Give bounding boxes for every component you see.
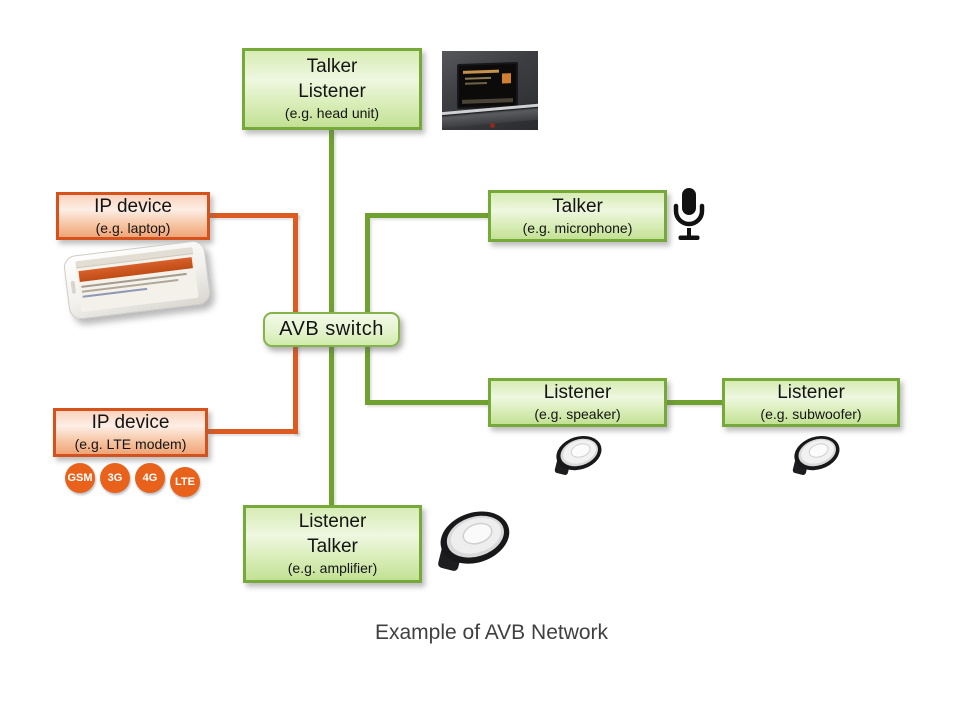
node-talker-microphone: Talker (e.g. microphone) bbox=[488, 190, 667, 242]
badge-3g: 3G bbox=[100, 463, 130, 493]
screen-content-line bbox=[465, 76, 491, 80]
node-title: Listener bbox=[543, 382, 612, 404]
node-title: IP device bbox=[94, 195, 172, 217]
switch-label: AVB switch bbox=[279, 318, 384, 340]
dashboard-light bbox=[490, 123, 495, 128]
node-subtitle: (e.g. speaker) bbox=[534, 406, 621, 423]
phone-screen bbox=[75, 247, 199, 313]
diagram-caption: Example of AVB Network bbox=[375, 621, 609, 644]
node-subtitle: (e.g. subwoofer) bbox=[760, 406, 862, 423]
connector-avb-right-vertical bbox=[365, 213, 370, 405]
screen-content-line bbox=[465, 82, 487, 85]
connector-microphone-horizontal bbox=[370, 213, 488, 218]
node-listener-speaker: Listener (e.g. speaker) bbox=[488, 378, 667, 427]
speaker-icon bbox=[438, 511, 510, 571]
node-subtitle: (e.g. microphone) bbox=[522, 219, 633, 236]
node-title: IP device bbox=[91, 412, 170, 434]
speaker-icon bbox=[554, 435, 602, 475]
badge-4g: 4G bbox=[135, 463, 165, 493]
badge-gsm: GSM bbox=[65, 463, 95, 493]
node-listener-talker-amplifier: Listener Talker (e.g. amplifier) bbox=[243, 505, 422, 583]
connector-speaker-horizontal bbox=[370, 400, 488, 405]
node-subtitle: (e.g. amplifier) bbox=[287, 560, 378, 577]
speaker-icon bbox=[792, 435, 840, 475]
node-subtitle: (e.g. LTE modem) bbox=[74, 436, 187, 453]
node-title: Talker bbox=[552, 195, 603, 217]
screen-content-line bbox=[463, 69, 499, 74]
connector-speaker-subwoofer bbox=[665, 400, 724, 405]
connector-ltemodem-horizontal bbox=[208, 429, 298, 434]
node-title: Listener bbox=[298, 511, 367, 533]
node-ip-device-laptop: IP device (e.g. laptop) bbox=[56, 192, 210, 240]
node-subtitle: (e.g. head unit) bbox=[284, 105, 380, 122]
node-title: Talker bbox=[307, 535, 358, 557]
node-listener-subwoofer: Listener (e.g. subwoofer) bbox=[722, 378, 900, 427]
car-head-unit-photo bbox=[442, 51, 538, 130]
phone-earpiece bbox=[70, 280, 77, 294]
node-title: Listener bbox=[298, 80, 366, 102]
node-subtitle: (e.g. laptop) bbox=[95, 219, 171, 236]
badge-lte: LTE bbox=[170, 467, 200, 497]
node-talker-listener: Talker Listener (e.g. head unit) bbox=[242, 48, 422, 130]
node-title: Talker bbox=[306, 56, 358, 78]
connector-laptop-horizontal bbox=[210, 213, 298, 218]
node-title: Listener bbox=[777, 382, 845, 404]
node-avb-switch: AVB switch bbox=[263, 312, 400, 347]
node-ip-device-lte-modem: IP device (e.g. LTE modem) bbox=[53, 408, 208, 457]
screen-toolbar bbox=[462, 98, 513, 104]
smartphone-photo bbox=[62, 239, 212, 321]
head-unit-screen bbox=[457, 61, 518, 110]
microphone-icon bbox=[673, 188, 705, 240]
screen-thumbnail bbox=[502, 73, 511, 84]
